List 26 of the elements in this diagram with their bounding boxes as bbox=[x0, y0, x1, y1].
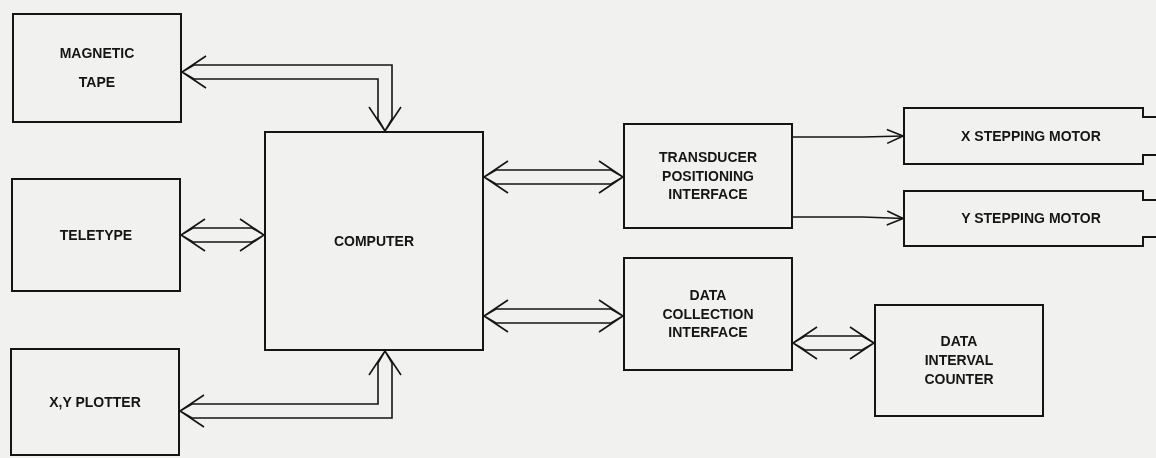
block-box bbox=[874, 304, 1044, 417]
block-label: TRANSDUCER POSITIONING INTERFACE bbox=[658, 147, 758, 205]
block-box bbox=[11, 178, 181, 292]
double-line-arrow bbox=[180, 55, 402, 133]
motor-box bbox=[903, 107, 1156, 165]
block-label: DATA COLLECTION INTERFACE bbox=[661, 285, 755, 343]
double-line-arrow bbox=[178, 349, 402, 428]
double-line-arrow bbox=[179, 218, 266, 252]
block-label: DATA INTERVAL COUNTER bbox=[923, 332, 995, 389]
double-line-arrow bbox=[791, 326, 876, 360]
motor-box bbox=[903, 190, 1156, 247]
block-label: COMPUTER bbox=[332, 231, 416, 251]
double-line-arrow bbox=[482, 299, 625, 333]
block-box bbox=[264, 131, 484, 351]
block-box bbox=[12, 13, 182, 123]
double-line-arrow bbox=[482, 160, 625, 194]
arrow bbox=[792, 210, 904, 226]
arrow bbox=[792, 128, 904, 145]
block-box bbox=[623, 257, 793, 371]
block-label: Y STEPPING MOTOR bbox=[960, 209, 1102, 228]
block-label: MAGNETIC TAPE bbox=[58, 43, 136, 92]
block-box bbox=[10, 348, 180, 456]
block-label: X,Y PLOTTER bbox=[48, 392, 142, 412]
block-label: TELETYPE bbox=[58, 225, 134, 245]
block-box bbox=[623, 123, 793, 229]
block-label: X STEPPING MOTOR bbox=[960, 126, 1102, 146]
